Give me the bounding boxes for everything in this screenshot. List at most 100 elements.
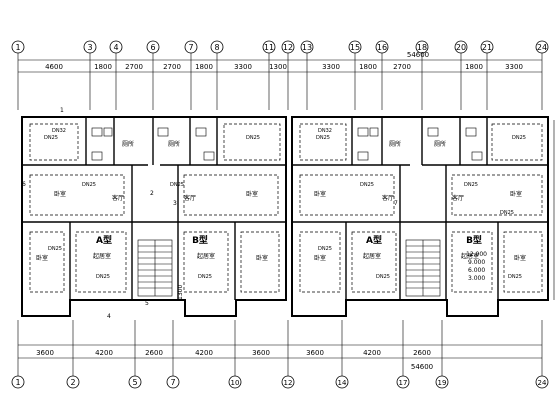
room-label-bath: 厕所 (434, 140, 446, 148)
dim-text: 4200 (95, 349, 113, 357)
dim-text: 3300 (322, 63, 340, 71)
elevation-text: 3.000 (468, 275, 485, 282)
room-label-bath: 厕所 (389, 140, 401, 148)
axis-label: 13 (302, 43, 312, 52)
dim-text: 3600 (306, 349, 324, 357)
axis-bubble: 1 (11, 40, 25, 54)
axis-label: 6 (150, 43, 155, 52)
side-dim-text: 1300 (177, 285, 184, 300)
pipe-label: DN25 (500, 210, 514, 216)
axis-label: 2 (70, 378, 75, 387)
axis-label: 21 (482, 43, 492, 52)
fixtures (91, 127, 483, 161)
room-label-bedroom: 卧室 (256, 254, 268, 262)
top-dimension-texts: 4600 1800 2700 2700 1800 3300 1300 3300 … (45, 51, 523, 71)
dim-text: 1800 (94, 63, 112, 71)
interior-walls (22, 117, 548, 300)
bottom-axis-bubbles: 1 2 5 7 10 12 14 17 19 24 (11, 375, 549, 389)
axis-label: 7 (188, 43, 193, 52)
heating-pipes (29, 123, 543, 293)
axis-bubble: 14 (335, 375, 349, 389)
top-total-dim: 54600 (407, 51, 429, 59)
room-label-master: 起居室 (197, 252, 215, 260)
pipe-label: DN25 (82, 182, 96, 188)
axis-label: 1 (15, 43, 20, 52)
pipe-label: DN25 (464, 182, 478, 188)
elevation-text: 6.000 (468, 267, 485, 274)
axis-label: 18 (417, 43, 427, 52)
axis-label: 8 (214, 43, 219, 52)
bottom-dimension-lines (17, 320, 543, 376)
dim-text: 2700 (163, 63, 181, 71)
axis-bubble: 19 (435, 375, 449, 389)
room-label-bedroom: 卧室 (36, 254, 48, 262)
pipe-label: DN25 (512, 135, 526, 141)
axis-bubble: 15 (348, 40, 362, 54)
pipe-label: DN32 (318, 128, 332, 134)
axis-label: 10 (231, 379, 240, 387)
marker-numbers: 1 2 3 4 5 6 7 (22, 107, 398, 320)
room-label-bedroom: 卧室 (510, 190, 522, 198)
dim-text: 3300 (234, 63, 252, 71)
pipe-label: DN25 (246, 135, 260, 141)
pipe-label: DN32 (52, 128, 66, 134)
bottom-dimension-texts: 3600 4200 2600 4200 3600 3600 4200 2600 … (36, 349, 433, 371)
pipe-label: DN25 (316, 135, 330, 141)
dim-text: 3300 (505, 63, 523, 71)
axis-bubble: 11 (262, 40, 276, 54)
axis-label: 14 (338, 379, 347, 387)
stair-right (405, 239, 441, 297)
room-label-bath: 厕所 (122, 140, 134, 148)
axis-label: 20 (456, 43, 466, 52)
room-labels: 厕所 厕所 厕所 厕所 卧室 卧室 卧室 卧室 卧室 卧室 卧室 卧室 客厅 客… (36, 140, 526, 262)
dim-text: 3600 (252, 349, 270, 357)
unit-label-b: B型 (192, 234, 208, 246)
dim-text: 2600 (145, 349, 163, 357)
marker-number: 7 (394, 200, 398, 207)
axis-bubble: 1 (11, 375, 25, 389)
dim-text: 3600 (36, 349, 54, 357)
bottom-total-dim: 54600 (411, 363, 433, 371)
right-dimension: 1300 (177, 120, 555, 300)
marker-number: 4 (107, 313, 111, 320)
axis-label: 17 (399, 379, 408, 387)
dim-text: 1300 (269, 63, 287, 71)
pipe-label: DN25 (198, 274, 212, 280)
axis-label: 24 (537, 43, 547, 52)
axis-bubble: 5 (128, 375, 142, 389)
pipe-label: DN25 (170, 182, 184, 188)
axis-bubble: 13 (300, 40, 314, 54)
axis-bubble: 12 (281, 375, 295, 389)
room-label-living: 客厅 (452, 194, 464, 202)
pipe-label: DN25 (48, 246, 62, 252)
stair-left (137, 239, 173, 297)
building-walls (21, 116, 549, 317)
axis-bubble: 8 (210, 40, 224, 54)
room-label-living: 客厅 (382, 194, 394, 202)
dim-text: 4200 (363, 349, 381, 357)
axis-label: 15 (350, 43, 360, 52)
room-label-bedroom: 卧室 (314, 254, 326, 262)
axis-bubble: 7 (166, 375, 180, 389)
axis-label: 5 (132, 378, 137, 387)
axis-label: 19 (438, 379, 447, 387)
axis-label: 4 (113, 43, 118, 52)
elevation-text: 12.000 (466, 251, 487, 258)
axis-bubble: 24 (535, 375, 549, 389)
dim-text: 4200 (195, 349, 213, 357)
marker-number: 6 (22, 181, 26, 188)
axis-bubble: 10 (228, 375, 242, 389)
room-label-master: 起居室 (363, 252, 381, 260)
marker-number: 5 (145, 300, 149, 307)
dim-text: 1800 (465, 63, 483, 71)
dim-text: 1800 (359, 63, 377, 71)
pipe-label: DN25 (508, 274, 522, 280)
elevation-notes: 12.000 9.000 6.000 3.000 (466, 251, 487, 282)
dim-text: 1800 (195, 63, 213, 71)
pipe-label: DN25 (318, 246, 332, 252)
top-dimension-lines (17, 53, 543, 110)
axis-bubble: 16 (375, 40, 389, 54)
axis-bubble: 17 (396, 375, 410, 389)
dim-text: 2600 (413, 349, 431, 357)
